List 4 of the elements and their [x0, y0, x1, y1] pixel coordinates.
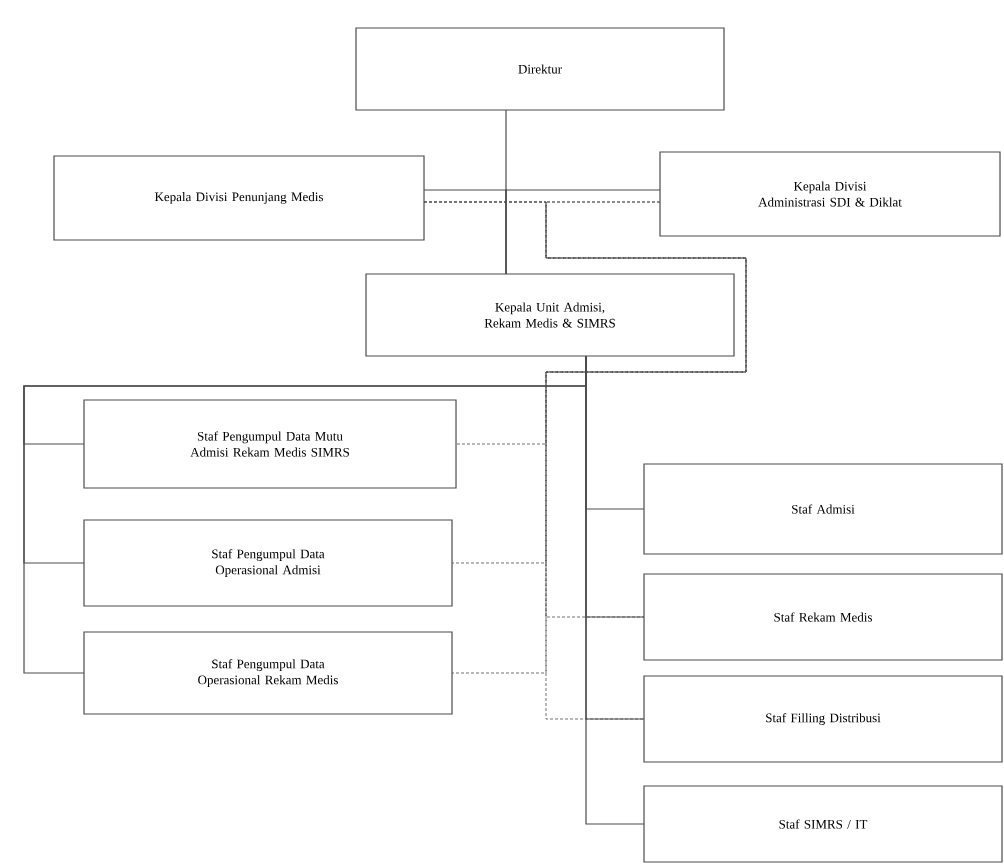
- connector-line: [423, 201, 747, 674]
- connector-line: [545, 201, 747, 720]
- connector-line: [505, 189, 661, 275]
- connector-line: [585, 355, 645, 825]
